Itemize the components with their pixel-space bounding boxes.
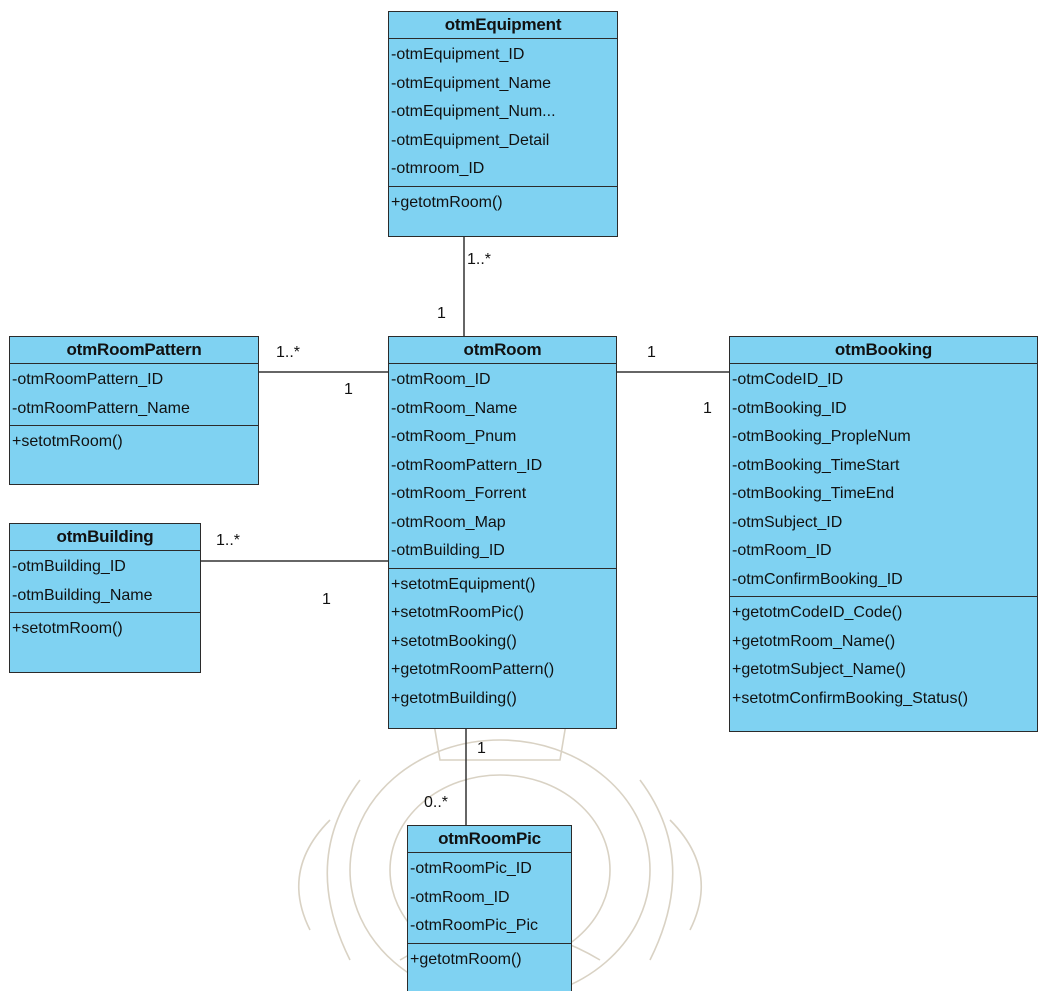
attribute: -otmSubject_ID	[732, 513, 843, 531]
attribute: -otmRoom_Forrent	[391, 485, 527, 502]
class-room[interactable]: otmRoom -otmRoom_ID -otmRoom_Name -otmRo…	[388, 336, 617, 729]
attribute: -otmRoom_ID	[391, 371, 491, 388]
attribute: -otmRoomPic_Pic	[410, 917, 539, 934]
attribute: -otmBooking_TimeEnd	[732, 485, 895, 502]
operation: +getotmBuilding()	[391, 689, 517, 707]
attribute: -otmEquipment_Num...	[391, 103, 556, 120]
operation: +setotmRoomPic()	[391, 604, 524, 621]
attribute: -otmroom_ID	[391, 160, 485, 177]
operation: +getotmSubject_Name()	[732, 661, 906, 678]
attribute: -otmRoomPattern_ID	[12, 371, 164, 388]
attribute: -otmRoom_Map	[391, 513, 506, 531]
attribute: -otmBooking_PropleNum	[732, 428, 911, 445]
operation-list: +getotmRoom()	[408, 944, 571, 977]
attribute-list: -otmEquipment_ID -otmEquipment_Name -otm…	[389, 39, 617, 187]
class-name: otmBooking	[730, 337, 1037, 364]
operation-list: +getotmCodeID_Code() +getotmRoom_Name() …	[730, 597, 1037, 715]
class-name: otmRoom	[389, 337, 616, 364]
attribute: -otmBooking_ID	[732, 399, 847, 417]
operation: +getotmRoom()	[391, 193, 503, 211]
operation: +setotmRoom()	[12, 620, 123, 637]
attribute: -otmRoomPattern_Name	[12, 399, 190, 417]
multiplicity-room-to-equipment: 1	[437, 305, 446, 322]
class-room-pic[interactable]: otmRoomPic -otmRoomPic_ID -otmRoom_ID -o…	[407, 825, 572, 991]
operation-list: +setotmRoom()	[10, 426, 258, 459]
attribute-list: -otmCodeID_ID -otmBooking_ID -otmBooking…	[730, 364, 1037, 597]
multiplicity-building-end: 1..*	[216, 532, 241, 549]
attribute: -otmRoomPattern_ID	[391, 456, 543, 474]
operation: +setotmBooking()	[391, 632, 517, 650]
multiplicity-pic-end: 0..*	[424, 794, 449, 811]
multiplicity-pattern-end: 1..*	[276, 344, 301, 361]
attribute: -otmRoom_ID	[410, 888, 510, 906]
operation: +getotmRoom_Name()	[732, 632, 896, 650]
class-name: otmRoomPic	[408, 826, 571, 853]
attribute-list: -otmRoomPattern_ID -otmRoomPattern_Name	[10, 364, 258, 426]
multiplicity-room-to-pattern: 1	[344, 381, 353, 398]
attribute-list: -otmRoomPic_ID -otmRoom_ID -otmRoomPic_P…	[408, 853, 571, 944]
attribute: -otmBuilding_Name	[12, 586, 153, 604]
attribute: -otmEquipment_ID	[391, 46, 525, 63]
class-name: otmRoomPattern	[10, 337, 258, 364]
operation: +getotmRoomPattern()	[391, 661, 555, 678]
multiplicity-equipment-end: 1..*	[467, 251, 492, 268]
attribute: -otmCodeID_ID	[732, 371, 844, 388]
attribute-list: -otmRoom_ID -otmRoom_Name -otmRoom_Pnum …	[389, 364, 616, 569]
attribute: -otmBuilding_ID	[391, 542, 505, 559]
attribute: -otmRoom_ID	[732, 542, 832, 559]
operation: +getotmCodeID_Code()	[732, 604, 903, 621]
multiplicity-room-to-pic: 1	[477, 740, 486, 757]
operation-list: +getotmRoom()	[389, 187, 617, 220]
class-equipment[interactable]: otmEquipment -otmEquipment_ID -otmEquipm…	[388, 11, 618, 237]
class-booking[interactable]: otmBooking -otmCodeID_ID -otmBooking_ID …	[729, 336, 1038, 732]
attribute: -otmRoomPic_ID	[410, 860, 532, 877]
operation-list: +setotmRoom()	[10, 613, 200, 646]
multiplicity-booking-end: 1	[703, 400, 712, 417]
operation-list: +setotmEquipment() +setotmRoomPic() +set…	[389, 569, 616, 716]
multiplicity-room-to-booking: 1	[647, 344, 656, 361]
operation: +setotmRoom()	[12, 433, 123, 450]
multiplicity-room-to-building: 1	[322, 591, 331, 608]
attribute: -otmRoom_Name	[391, 399, 518, 417]
class-room-pattern[interactable]: otmRoomPattern -otmRoomPattern_ID -otmRo…	[9, 336, 259, 485]
operation: +setotmEquipment()	[391, 575, 536, 593]
class-building[interactable]: otmBuilding -otmBuilding_ID -otmBuilding…	[9, 523, 201, 673]
class-name: otmEquipment	[389, 12, 617, 39]
attribute: -otmBooking_TimeStart	[732, 456, 900, 474]
attribute: -otmRoom_Pnum	[391, 428, 517, 445]
attribute-list: -otmBuilding_ID -otmBuilding_Name	[10, 551, 200, 613]
attribute: -otmEquipment_Name	[391, 74, 552, 92]
operation: +getotmRoom()	[410, 950, 522, 968]
attribute: -otmBuilding_ID	[12, 558, 126, 575]
attribute: -otmConfirmBooking_ID	[732, 570, 903, 588]
class-name: otmBuilding	[10, 524, 200, 551]
operation: +setotmConfirmBooking_Status()	[732, 689, 969, 707]
attribute: -otmEquipment_Detail	[391, 131, 550, 149]
